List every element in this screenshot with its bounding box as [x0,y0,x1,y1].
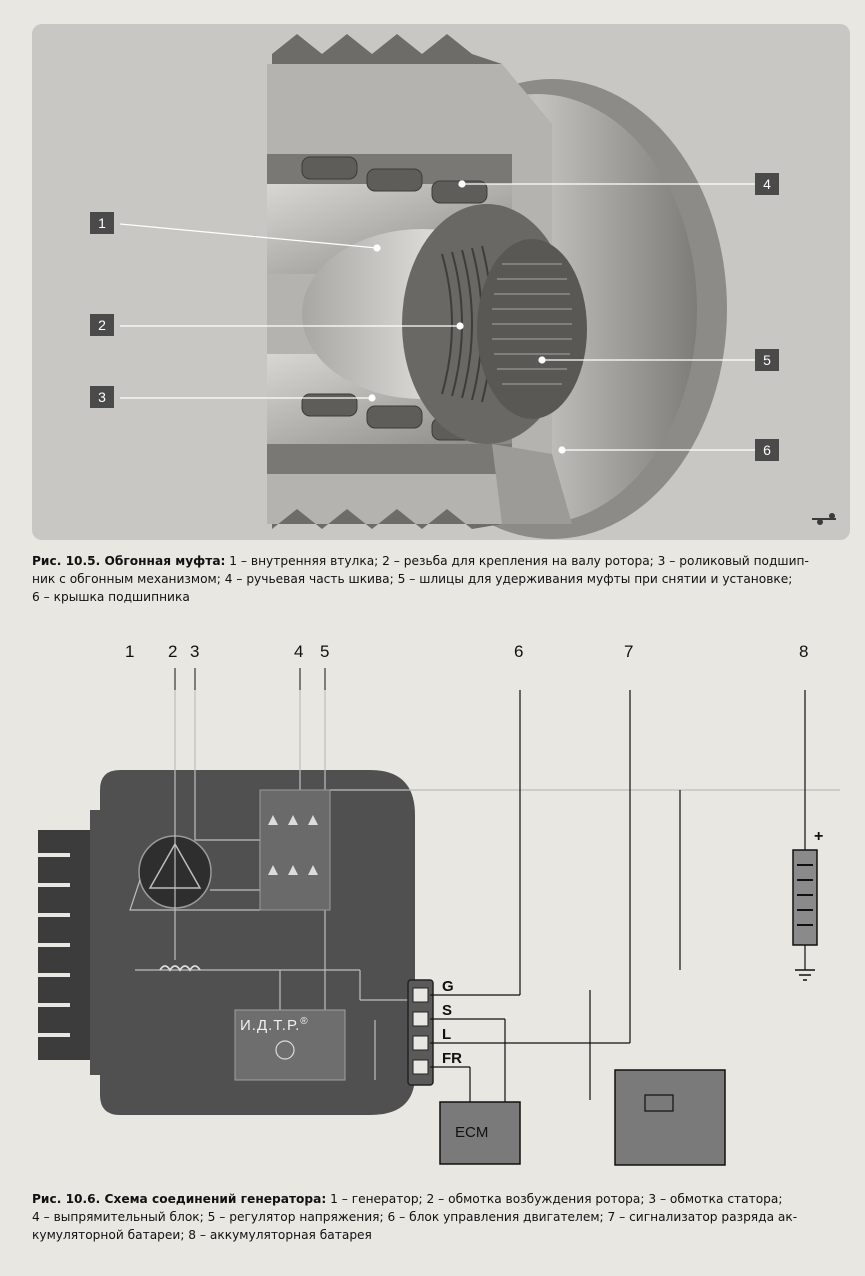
figure2-caption-line: 4 – выпрямительный блок; 5 – регулятор н… [32,1210,798,1224]
label-8: 8 [799,642,809,661]
generator-wiring-diagram: 1 2 3 4 5 6 7 8 И.Д.Т.Р.® G S L FR ECM + [30,640,850,1180]
figure1-caption: Рис. 10.5. Обгонная муфта: 1 – внутрення… [32,552,852,606]
ground-icon [795,969,815,981]
label-4: 4 [294,642,304,661]
label-5: 5 [320,642,330,661]
callout-1: 1 [90,212,114,234]
figure2-caption: Рис. 10.6. Схема соединений генератора: … [32,1190,852,1244]
pin-g-label: G [442,978,454,995]
callout-5: 5 [755,349,779,371]
label-3: 3 [190,642,200,661]
label-1: 1 [125,642,135,661]
overrunning-clutch-illustration [119,34,836,539]
pin-l-label: L [442,1026,452,1043]
figure1-caption-title: Рис. 10.5. Обгонная муфта: [32,554,226,568]
overrunning-clutch-figure: 1 2 3 4 5 6 [32,24,850,540]
callout-2: 2 [90,314,114,336]
battery-plus-label: + [814,828,824,845]
label-7: 7 [624,642,634,661]
label-2: 2 [168,642,178,661]
figure1-caption-line: 1 – внутренняя втулка; 2 – резьба для кр… [225,554,809,568]
figure2-caption-line: кумуляторной батареи; 8 – аккумуляторная… [32,1228,372,1242]
figure2-caption-line: 1 – генератор; 2 – обмотка возбуждения р… [326,1192,783,1206]
figure1-caption-line: 6 – крышка подшипника [32,590,190,604]
callout-6: 6 [755,439,779,461]
corner-mark-icon [812,513,836,525]
wiring-schematic [38,668,840,1166]
callout-4: 4 [755,173,779,195]
figure2-caption-title: Рис. 10.6. Схема соединений генератора: [32,1192,327,1206]
label-6: 6 [514,642,524,661]
callout-3: 3 [90,386,114,408]
pin-s-label: S [442,1002,453,1019]
regulator-label: И.Д.Т.Р.® [240,1016,309,1034]
figure1-caption-line: ник с обгонным механизмом; 4 – ручьевая … [32,572,793,586]
pin-fr-label: FR [442,1050,462,1067]
ecm-label: ECM [455,1124,489,1141]
